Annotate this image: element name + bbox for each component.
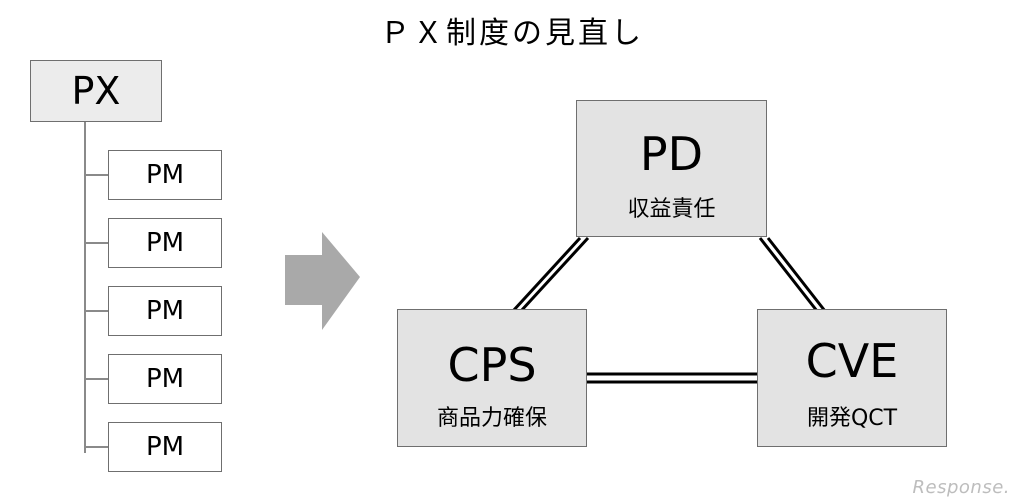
page-title: ＰＸ制度の見直し: [380, 16, 644, 51]
cps-label: CPS: [447, 338, 537, 392]
transition-arrow: [285, 232, 360, 330]
pd-role: 収益責任: [627, 197, 716, 222]
pd-cve-connector: [766, 237, 827, 312]
tree-branch-line: [84, 310, 108, 312]
cve-label: CVE: [805, 334, 899, 388]
pd-cps-connector: [519, 236, 590, 313]
pm-box: PM: [108, 150, 222, 200]
tree-branch-line: [84, 378, 108, 380]
pd-cve-connector: [758, 237, 819, 312]
cps-role: 商品力確保: [436, 406, 547, 431]
pm-box: PM: [108, 354, 222, 404]
tree-branch-line: [84, 242, 108, 244]
response-watermark: Response.: [912, 477, 1010, 498]
tree-branch-line: [84, 174, 108, 176]
tree-trunk-line: [84, 122, 86, 453]
pd-node: PD 収益責任: [576, 100, 767, 237]
pm-box: PM: [108, 218, 222, 268]
cps-node: CPS 商品力確保: [397, 309, 587, 447]
cve-node: CVE 開発QCT: [757, 309, 947, 447]
pd-label: PD: [639, 127, 704, 181]
pm-box: PM: [108, 286, 222, 336]
pd-cps-connector: [511, 236, 582, 313]
pm-box: PM: [108, 422, 222, 472]
px-box: PX: [30, 60, 162, 122]
cve-role: 開発QCT: [806, 406, 898, 431]
tree-branch-line: [84, 446, 108, 448]
